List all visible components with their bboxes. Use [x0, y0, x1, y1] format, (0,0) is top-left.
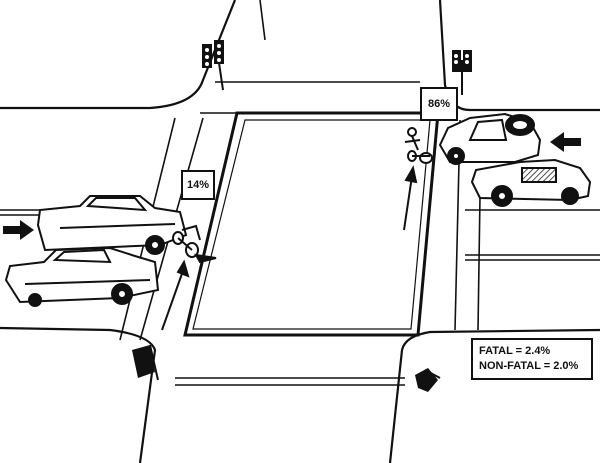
traffic-light-icon — [132, 344, 159, 381]
non-fatal-rate: NON-FATAL = 2.0% — [479, 360, 579, 372]
arrow-icon — [161, 259, 190, 331]
traffic-light-icon — [452, 50, 472, 95]
left-approach-percentage: 14% — [181, 170, 215, 200]
car-icon — [36, 195, 188, 255]
car-icon — [438, 112, 542, 165]
arrow-icon — [403, 165, 418, 231]
accident-stats-box: FATAL = 2.4% NON-FATAL = 2.0% — [471, 338, 593, 380]
car-icon — [470, 158, 592, 207]
motorcycle-icon — [172, 224, 217, 264]
traffic-light-icon — [415, 368, 441, 392]
intersection-box — [183, 111, 440, 337]
arrow-icon — [550, 132, 581, 152]
fatal-rate: FATAL = 2.4% — [479, 345, 551, 357]
traffic-light-icon — [202, 40, 224, 91]
right-approach-percentage: 86% — [420, 87, 458, 121]
rider-icon — [404, 127, 433, 164]
arrow-icon — [3, 220, 34, 240]
car-icon — [4, 246, 160, 307]
